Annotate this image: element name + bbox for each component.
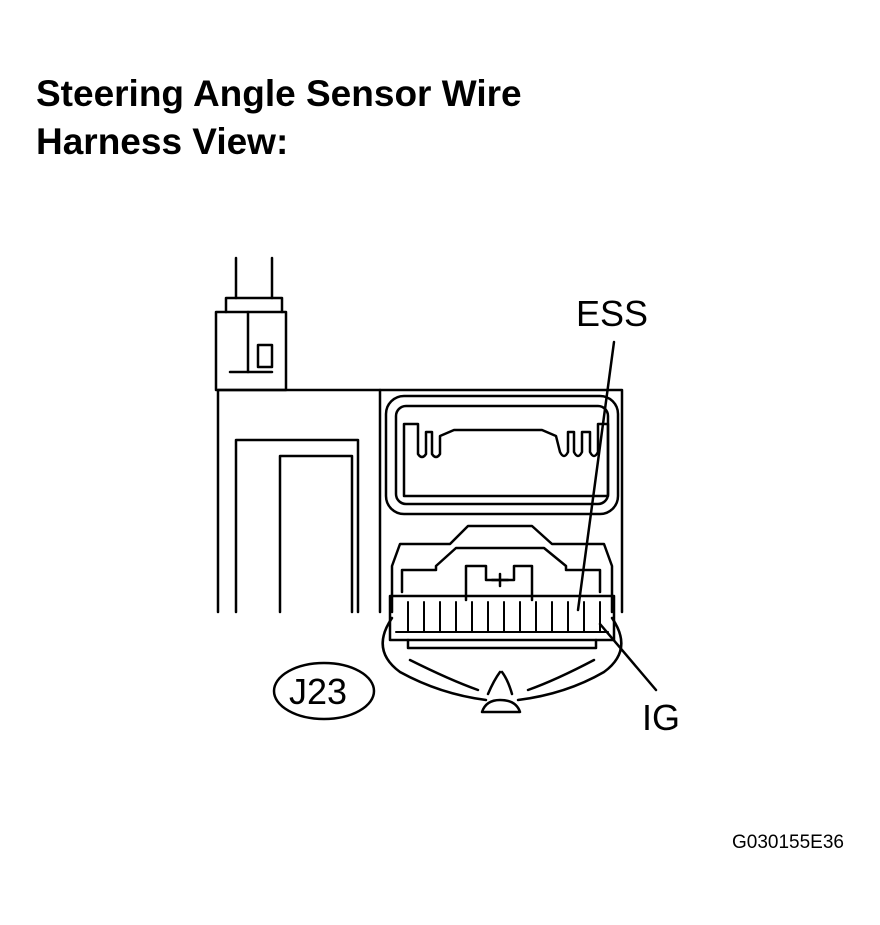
ig-label: IG <box>642 697 681 738</box>
terminal-pins <box>395 601 609 633</box>
ess-leader-line <box>576 340 616 612</box>
side-clip <box>214 296 288 392</box>
title-line-1: Steering Angle Sensor Wire <box>36 73 522 114</box>
title-line-2: Harness View: <box>36 121 289 162</box>
ess-label: ESS <box>576 293 649 334</box>
connector-id-label: J23 <box>289 671 348 712</box>
wire-bundle <box>381 616 623 714</box>
sensor-housing <box>216 388 624 614</box>
lower-connector <box>388 524 616 650</box>
connector-id-ellipse <box>272 661 376 721</box>
figure-id: G030155E36 <box>732 832 844 853</box>
ig-leader-line <box>598 622 658 692</box>
upper-wires <box>234 256 274 300</box>
upper-socket <box>384 394 620 516</box>
diagram-title: Steering Angle Sensor Wire Harness View: <box>36 70 656 166</box>
